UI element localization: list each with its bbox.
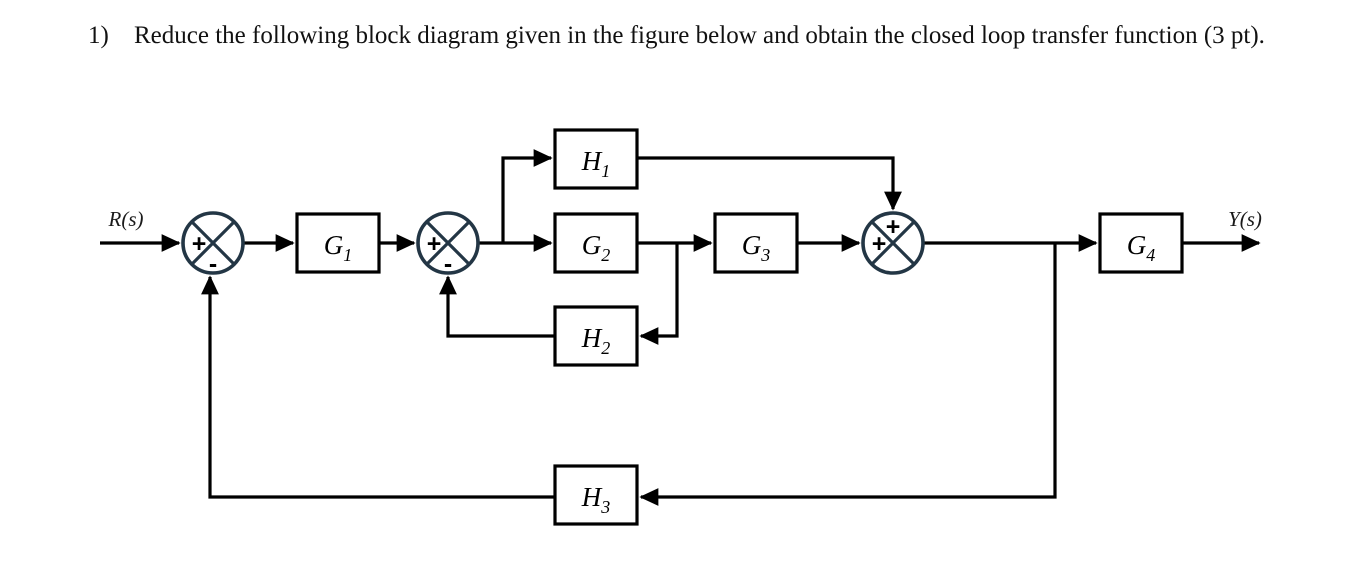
block-g2[interactable]: G2 [553, 212, 639, 274]
wire-branch-to-h2 [639, 243, 679, 345]
wire-h3-to-s1 [201, 275, 555, 499]
blocks: G1 G2 G3 G4 [295, 128, 1184, 526]
block-g3-sub: 3 [760, 245, 770, 265]
svg-text:H2: H2 [581, 323, 611, 358]
summing-junction-2-sign-left: + [427, 230, 442, 258]
block-g3[interactable]: G3 [713, 212, 799, 274]
svg-text:G1: G1 [324, 230, 353, 265]
summing-junction-1-sign-bottom: - [209, 250, 217, 278]
wire-branch-to-h3 [639, 243, 1057, 506]
summing-junction-3-sign-left: + [872, 230, 887, 258]
svg-text:G4: G4 [1127, 230, 1156, 265]
block-h3[interactable]: H3 [553, 464, 639, 526]
wires [100, 149, 1261, 506]
summing-junctions: + - + - + + [181, 211, 925, 278]
block-h1[interactable]: H1 [553, 128, 639, 190]
question-block: 1) Reduce the following block diagram gi… [88, 18, 1318, 54]
block-g1-sub: 1 [343, 245, 352, 265]
block-h3-base: H [581, 482, 603, 512]
svg-text:G3: G3 [742, 230, 771, 265]
block-g3-base: G [742, 230, 762, 260]
block-g1[interactable]: G1 [295, 212, 381, 274]
block-g4-base: G [1127, 230, 1147, 260]
block-g4-sub: 4 [1146, 245, 1155, 265]
question-text: Reduce the following block diagram given… [134, 22, 1265, 49]
svg-text:G2: G2 [582, 230, 611, 265]
svg-text:H1: H1 [581, 146, 611, 181]
block-h2-base: H [581, 323, 603, 353]
summing-junction-1-sign-left: + [192, 230, 207, 258]
wire-h1-to-s3 [637, 156, 902, 211]
summing-junction-1[interactable]: + - [181, 211, 245, 278]
question-number: 1) [88, 22, 109, 49]
block-h2[interactable]: H2 [553, 305, 639, 367]
block-h3-sub: 3 [600, 497, 610, 517]
wire-h2-to-s2 [439, 275, 555, 338]
summing-junction-3-sign-top: + [886, 213, 901, 241]
block-h1-base: H [581, 146, 603, 176]
block-h2-sub: 2 [601, 338, 610, 358]
io-labels: R(s) Y(s) [108, 207, 1262, 231]
input-label-rs: R(s) [108, 207, 144, 231]
svg-text:H3: H3 [581, 482, 611, 517]
summing-junction-3[interactable]: + + [861, 211, 925, 275]
block-g1-base: G [324, 230, 344, 260]
block-g4[interactable]: G4 [1098, 212, 1184, 274]
block-h1-sub: 1 [601, 161, 610, 181]
block-g2-base: G [582, 230, 602, 260]
summing-junction-2[interactable]: + - [416, 211, 480, 278]
output-label-ys: Y(s) [1228, 207, 1262, 231]
summing-junction-2-sign-bottom: - [444, 250, 452, 278]
block-g2-sub: 2 [601, 245, 610, 265]
wire-branch-to-h1 [501, 149, 553, 243]
